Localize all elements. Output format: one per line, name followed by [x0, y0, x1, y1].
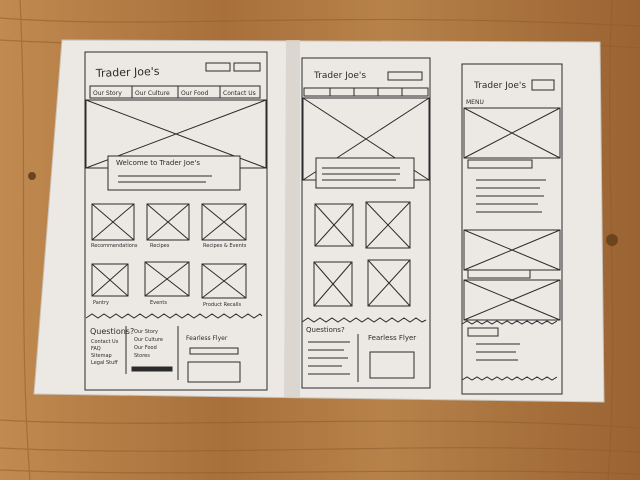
desktop-grid-image	[91, 263, 129, 297]
mobile-heading-box	[467, 159, 533, 169]
desktop-grid-image	[201, 203, 247, 241]
desktop-grid-label: Recipes	[150, 243, 170, 249]
desktop-footer-link: Stores	[134, 353, 150, 359]
tablet-hero-text-box	[315, 157, 415, 189]
desktop-grid-label: Events	[150, 300, 167, 306]
desktop-grid-image	[91, 203, 135, 241]
desktop-logo: Trader Joe's	[95, 65, 160, 80]
desktop-footer-link: Contact Us	[91, 339, 119, 345]
desktop-footer-newsletter: Fearless Flyer	[186, 335, 228, 342]
mobile-bottom-zigzag	[461, 376, 558, 381]
tablet-grid-image	[367, 259, 411, 307]
desktop-grid-label: Recipes & Events	[203, 243, 247, 249]
mobile-content-box	[467, 269, 531, 279]
tablet-footer-questions-heading: Questions?	[306, 326, 345, 334]
tablet-footer-newsletter: Fearless Flyer	[368, 334, 416, 342]
mobile-search-box	[531, 79, 555, 91]
mobile-content-image	[463, 279, 561, 321]
tablet-footer-signup-box	[369, 351, 415, 379]
desktop-grid-label: Recommendations	[91, 243, 138, 249]
tablet-grid-image	[313, 261, 353, 307]
desktop-footer-email-box	[189, 347, 239, 355]
desktop-nav-item: Our Culture	[135, 90, 170, 97]
mobile-frame	[461, 63, 563, 395]
desktop-search-box	[205, 62, 231, 72]
desktop-footer-signup-box	[187, 361, 241, 383]
desktop-grid-label: Pantry	[93, 300, 109, 306]
desktop-nav-bar	[89, 85, 261, 99]
desktop-search-button	[233, 62, 261, 72]
desktop-frame	[84, 51, 268, 391]
mobile-logo: Trader Joe's	[473, 81, 526, 91]
desktop-grid-image	[201, 263, 247, 299]
desktop-grid-image	[146, 203, 190, 241]
desktop-footer-social-bar	[131, 366, 173, 372]
desktop-welcome-box	[107, 155, 241, 191]
mobile-hero-image	[463, 107, 561, 159]
desktop-nav-item: Our Story	[93, 90, 122, 97]
desktop-grid-image	[144, 261, 190, 297]
desktop-footer-questions-heading: Questions?	[90, 327, 134, 336]
desktop-footer-link: Legal Stuff	[91, 360, 118, 366]
desktop-footer-link: Our Culture	[134, 337, 163, 343]
mobile-menu-label: MENU	[466, 99, 484, 106]
paper-fold-shadow	[284, 40, 300, 398]
desktop-footer-link: Our Food	[134, 345, 157, 351]
wood-knot	[606, 234, 618, 246]
desktop-welcome-heading: Welcome to Trader Joe's	[116, 159, 200, 167]
desktop-footer-link: FAQ	[91, 346, 101, 352]
desktop-footer-link: Sitemap	[91, 353, 112, 359]
tablet-grid-image	[365, 201, 411, 249]
desktop-footer-link: Our Story	[134, 329, 158, 335]
tablet-nav-bar	[303, 87, 429, 97]
desktop-nav-item: Our Food	[181, 90, 208, 97]
tablet-footer-zigzag	[301, 317, 427, 323]
mobile-footer-box	[467, 327, 499, 337]
wood-knot	[28, 172, 36, 180]
tablet-logo: Trader Joe's	[313, 71, 366, 81]
tablet-grid-image	[314, 203, 354, 247]
tablet-search-box	[387, 71, 423, 81]
mobile-footer-zigzag	[461, 320, 558, 325]
desktop-grid-label: Product Recalls	[203, 302, 241, 308]
desktop-nav-item: Contact Us	[223, 90, 256, 97]
desktop-footer-zigzag	[85, 313, 263, 319]
tablet-frame	[301, 57, 431, 389]
